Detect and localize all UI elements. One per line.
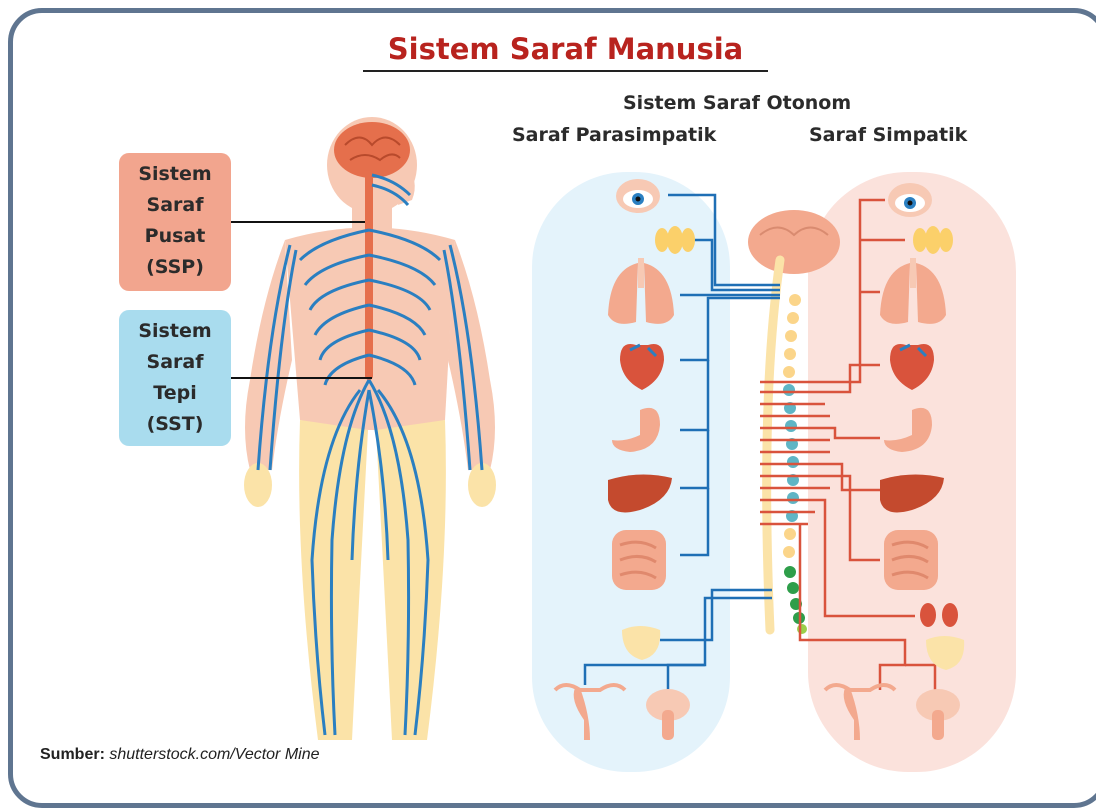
source-credit: Sumber: shutterstock.com/Vector Mine <box>40 746 320 764</box>
credit-source: shutterstock.com/Vector Mine <box>109 746 319 763</box>
eye-icon <box>616 179 660 213</box>
autonomic-heading: Sistem Saraf Otonom <box>623 92 851 114</box>
title-underline <box>363 70 768 72</box>
intestine-icon <box>612 530 666 590</box>
parasympathetic-heading: Saraf Parasimpatik <box>512 124 716 146</box>
sst-label-line: Saraf <box>119 347 231 378</box>
sst-label-box: Sistem Saraf Tepi (SST) <box>119 310 231 446</box>
sst-label-line: Sistem <box>119 316 231 347</box>
intestine-icon <box>884 530 938 590</box>
credit-prefix: Sumber: <box>40 746 105 763</box>
ssp-label-line: Saraf <box>119 190 231 221</box>
ssp-label-line: Pusat <box>119 221 231 252</box>
sst-label-line: Tepi <box>119 378 231 409</box>
glands-icon <box>655 226 695 254</box>
human-body-figure <box>244 117 496 740</box>
eye-icon <box>888 183 932 217</box>
parasympathetic-panel <box>532 172 730 772</box>
ssp-label-line: Sistem <box>119 159 231 190</box>
diagram-title: Sistem Saraf Manusia <box>363 31 768 67</box>
ssp-label-line: (SSP) <box>119 252 231 283</box>
glands-icon <box>913 226 953 254</box>
ssp-label-box: Sistem Saraf Pusat (SSP) <box>119 153 231 291</box>
sympathetic-heading: Saraf Simpatik <box>809 124 967 146</box>
sst-label-line: (SST) <box>119 409 231 440</box>
